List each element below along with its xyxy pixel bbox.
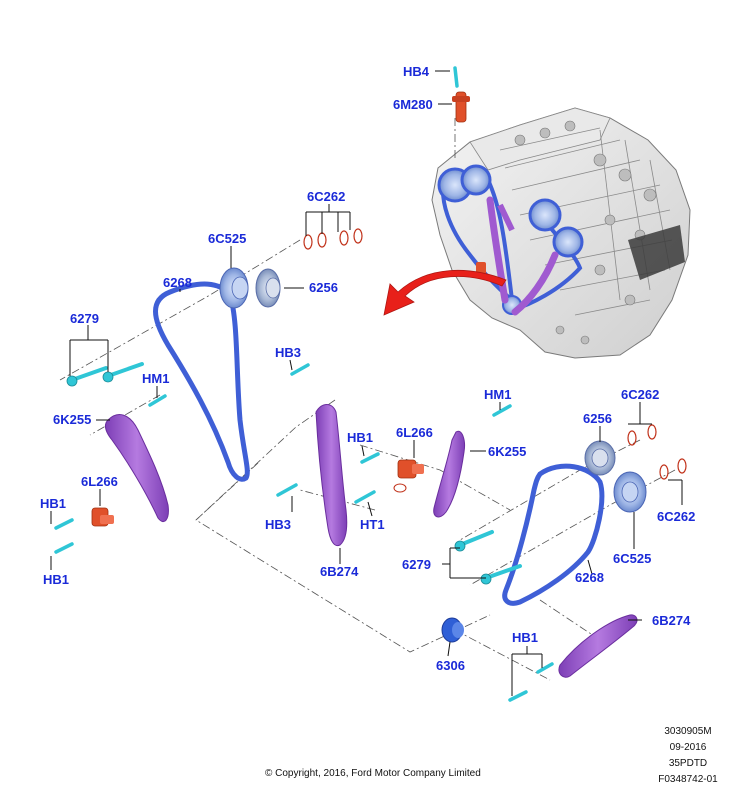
crankshaft-sprocket-6306 <box>441 617 464 643</box>
bolt-hm1-left <box>148 394 167 407</box>
tensioner-6l266-left <box>91 507 114 527</box>
bolt-hb3-top <box>290 363 310 376</box>
chain-guide-6b274-center <box>315 404 348 547</box>
label-6l266-left: 6L266 <box>81 474 118 489</box>
label-6c525-right: 6C525 <box>613 551 651 566</box>
tensioner-6m280 <box>452 91 470 123</box>
label-6256-right: 6256 <box>583 411 612 426</box>
label-6279-right: 6279 <box>402 557 431 572</box>
label-hb1-left-bottom: HB1 <box>43 572 69 587</box>
bolt-ht1 <box>354 490 376 504</box>
label-6279-left: 6279 <box>70 311 99 326</box>
tensioner-6l266-center <box>393 459 424 493</box>
label-6k255-right: 6K255 <box>488 444 526 459</box>
bolt-hb1-left-top <box>54 518 74 530</box>
label-hm1-right: HM1 <box>484 387 511 402</box>
camshaft-sprocket-left-2 <box>255 268 281 308</box>
label-hb1-center: HB1 <box>347 430 373 445</box>
label-hb1-left-top: HB1 <box>40 496 66 511</box>
label-hb3-top: HB3 <box>275 345 301 360</box>
chain-guide-6b274-bottom <box>558 614 638 678</box>
bolts-6279-right <box>454 530 522 585</box>
engine-block-illustration <box>431 107 691 359</box>
bolt-hb1-bottom-2 <box>508 690 528 702</box>
label-6k255-left: 6K255 <box>53 412 91 427</box>
camshaft-sprocket-right-1 <box>584 440 616 476</box>
camshaft-sprocket-right-2 <box>613 471 647 513</box>
label-6b274-right: 6B274 <box>652 613 691 628</box>
leader-lines <box>50 70 683 696</box>
copyright-text: © Copyright, 2016, Ford Motor Company Li… <box>265 768 481 779</box>
camshaft-sprocket-left-1 <box>219 267 249 309</box>
bolt-hb1-left-bottom <box>54 542 74 554</box>
label-hb1-bottom: HB1 <box>512 630 538 645</box>
bolt-hb4 <box>453 66 459 88</box>
label-6268-left: 6268 <box>163 275 192 290</box>
chain-guide-6k255-left <box>104 414 169 522</box>
timing-chain-right <box>502 463 605 606</box>
drawing-date: 09-2016 <box>669 742 707 753</box>
label-6b274-left: 6B274 <box>320 564 359 579</box>
o-rings-top-left <box>303 228 363 250</box>
label-6c262-right-top: 6C262 <box>621 387 659 402</box>
label-6268-right: 6268 <box>575 570 604 585</box>
drawing-model: 35PDTD <box>668 758 708 769</box>
label-6c262-top-left: 6C262 <box>307 189 345 204</box>
label-6c525-left: 6C525 <box>208 231 246 246</box>
part-labels: HB4 6M280 6C262 6C525 6268 6256 6279 HB3… <box>40 64 695 673</box>
drawing-reference: F0348742-01 <box>658 774 718 785</box>
label-6l266-center: 6L266 <box>396 425 433 440</box>
bolts-6279-left <box>66 362 144 387</box>
bolt-hm1-right <box>492 404 512 417</box>
drawing-code: 3030905M <box>664 726 712 737</box>
label-hb3-bottom: HB3 <box>265 517 291 532</box>
o-rings-right <box>627 424 687 480</box>
label-6306: 6306 <box>436 658 465 673</box>
bolt-hb1-bottom-1 <box>536 662 554 674</box>
label-6c262-right-bottom: 6C262 <box>657 509 695 524</box>
direction-arrow <box>383 269 507 316</box>
bolt-hb3-bottom <box>276 483 298 497</box>
label-ht1: HT1 <box>360 517 385 532</box>
label-6m280: 6M280 <box>393 97 433 112</box>
label-6256-left: 6256 <box>309 280 338 295</box>
label-hm1-left: HM1 <box>142 371 169 386</box>
label-hb4: HB4 <box>403 64 430 79</box>
bolt-hb1-center <box>360 452 380 464</box>
chain-guide-6k255-right <box>433 430 465 518</box>
